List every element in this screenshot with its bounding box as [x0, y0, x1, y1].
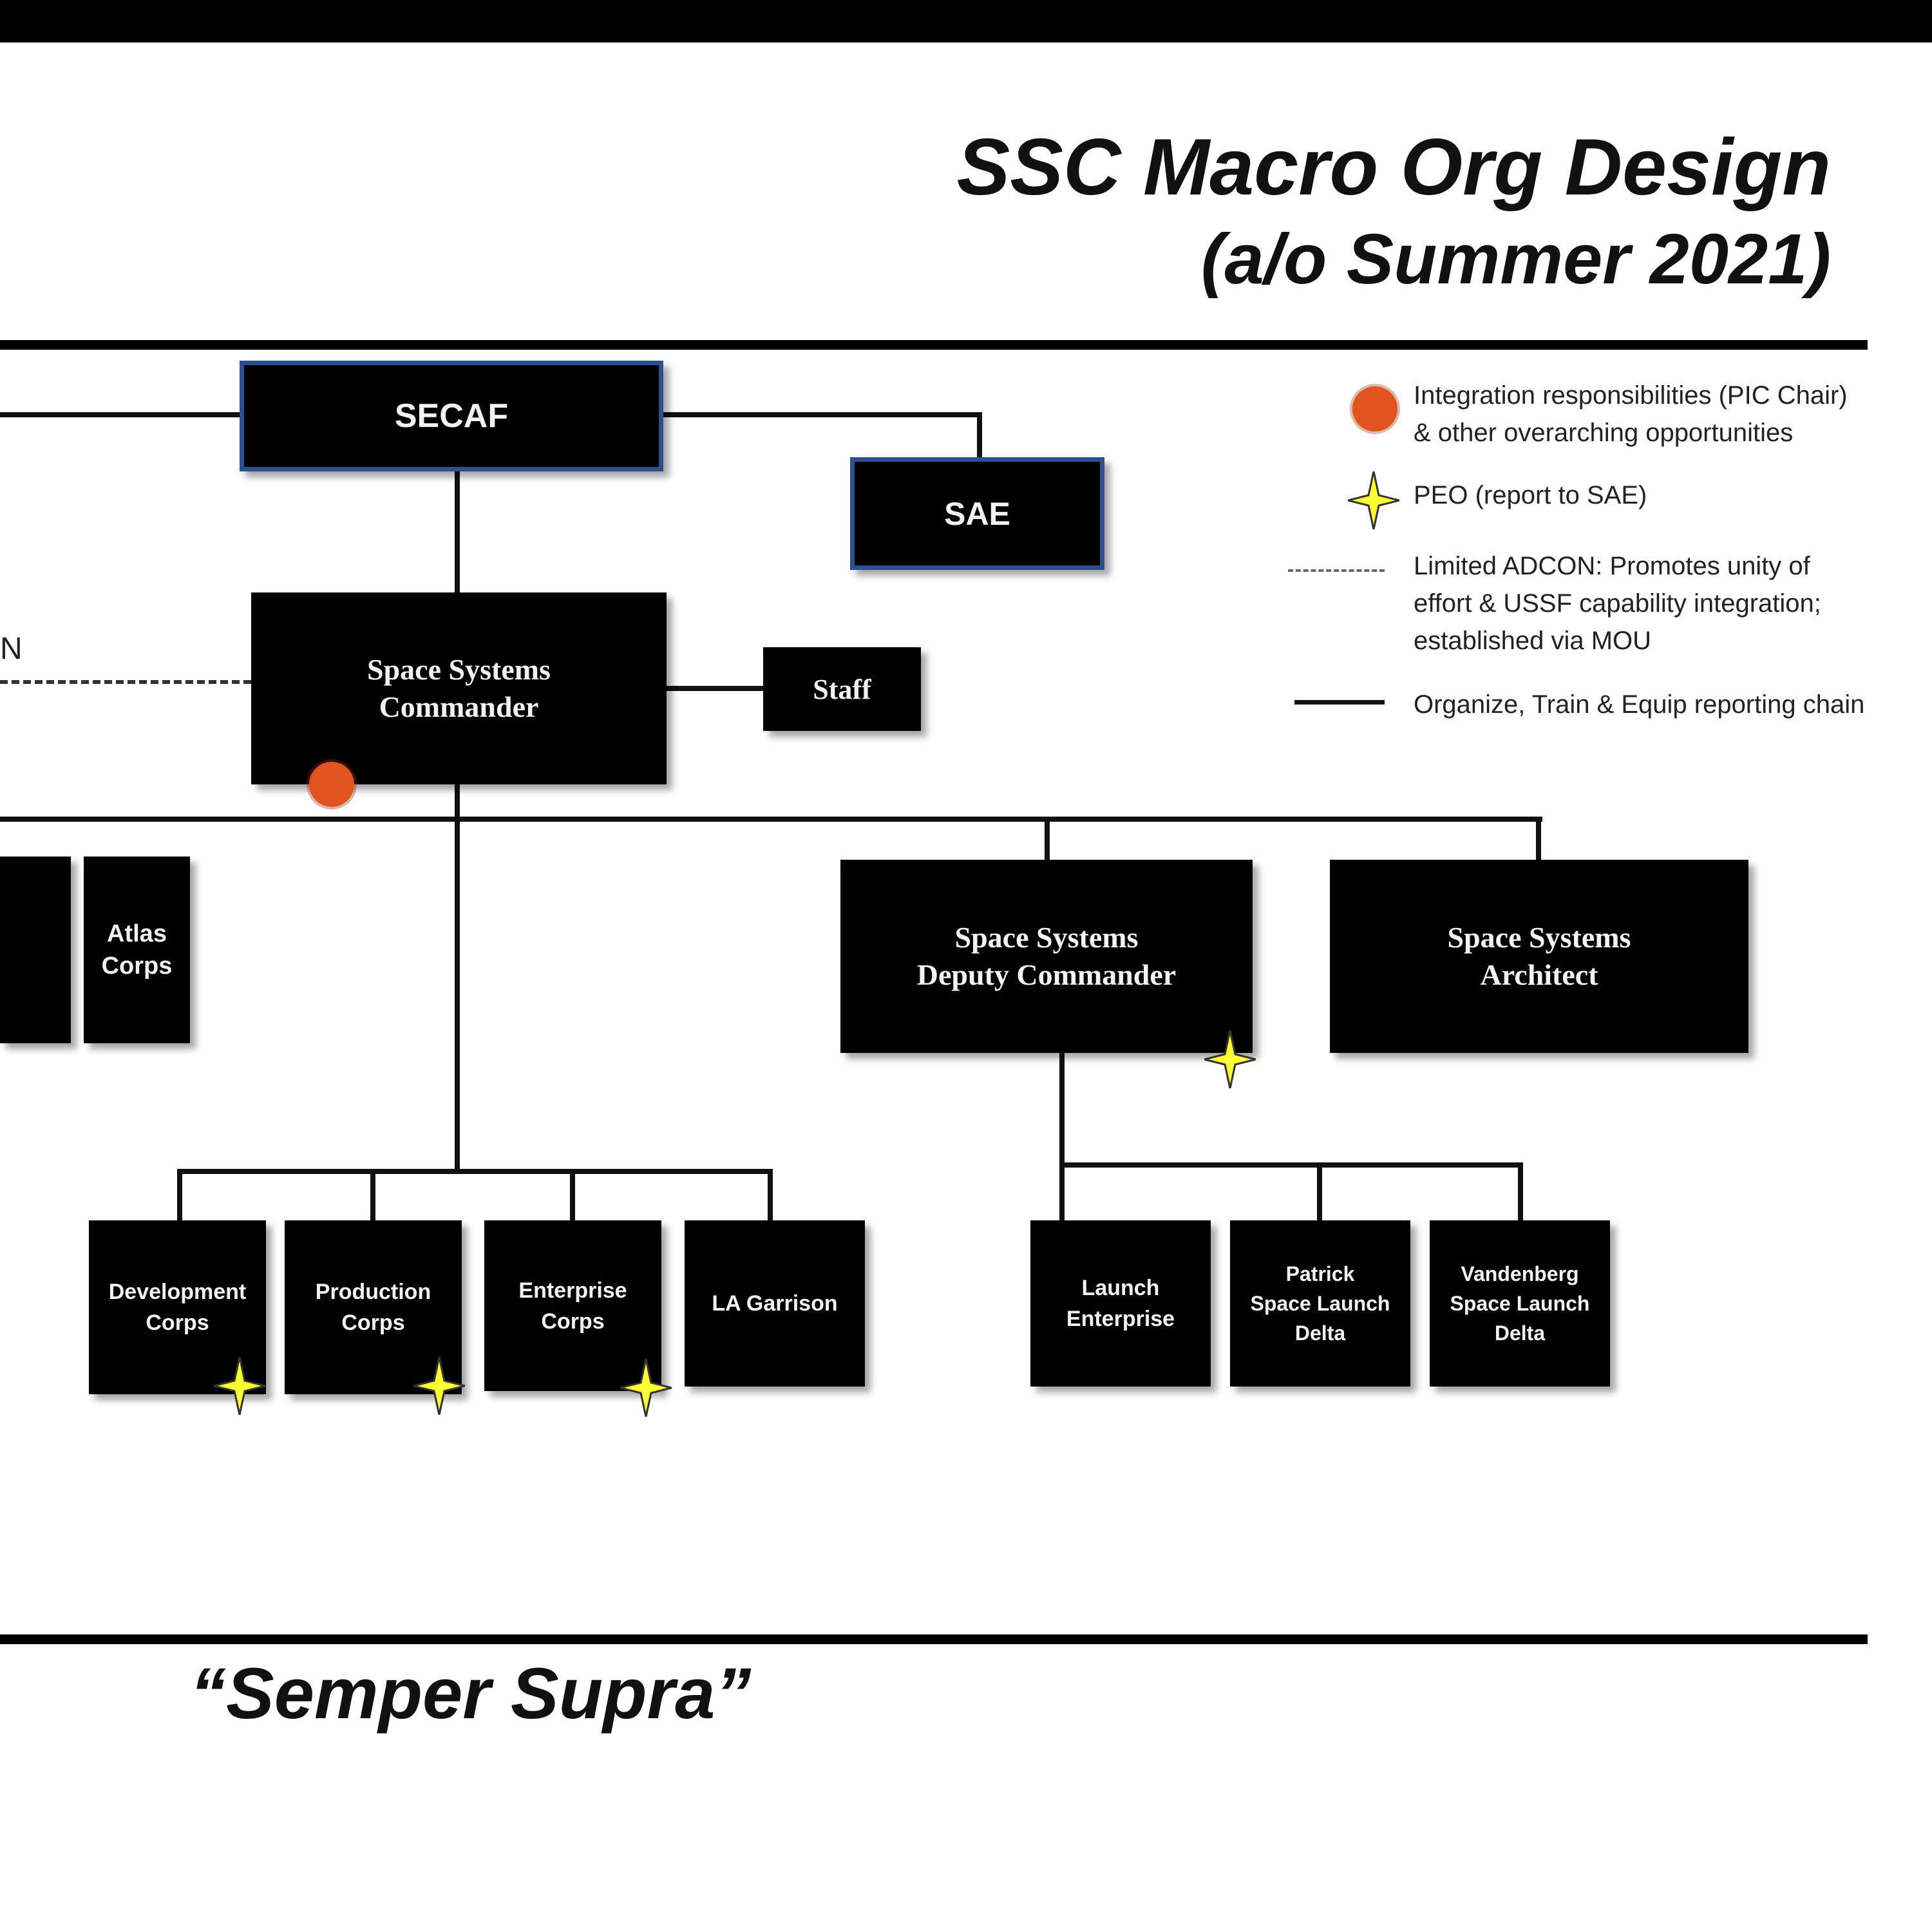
node-launch-enterprise: Launch Enterprise: [1030, 1220, 1211, 1387]
bus-corps-horizontal: [177, 1169, 773, 1174]
peo-star-icon: [1348, 471, 1399, 529]
node-production-corps: Production Corps: [285, 1220, 462, 1394]
adcon-dashed-line: [0, 680, 251, 684]
page-title: SSC Macro Org Design (a/o Summer 2021): [957, 122, 1831, 301]
connector-production: [370, 1169, 375, 1222]
connector-commander-down: [455, 782, 460, 1169]
connector-commander-staff: [667, 686, 763, 691]
node-staff: Staff: [763, 647, 921, 731]
node-secaf: SECAF: [240, 361, 663, 471]
node-development-corps: Development Corps: [89, 1220, 266, 1394]
connector-enterprise: [570, 1169, 575, 1222]
connector-bus-architect: [1536, 817, 1541, 860]
node-la-garrison: LA Garrison: [685, 1220, 865, 1387]
connector-secaf-commander: [455, 470, 460, 592]
bus-launch-horizontal: [1059, 1162, 1523, 1168]
legend-solid-line: [1294, 700, 1385, 705]
connector-secaf-sae-v: [977, 412, 982, 462]
node-enterprise-corps: Enterprise Corps: [484, 1220, 661, 1391]
top-rule: [0, 340, 1868, 350]
node-patrick-space-launch-delta: Patrick Space Launch Delta: [1230, 1220, 1410, 1387]
peo-star-icon: [1204, 1030, 1256, 1088]
title-sub: (a/o Summer 2021): [1200, 220, 1831, 299]
connector-deputy-down: [1059, 1053, 1065, 1222]
motto: “Semper Supra”: [190, 1653, 752, 1734]
peo-star-icon: [620, 1359, 672, 1417]
connector-vandenberg: [1518, 1162, 1523, 1222]
node-cut-left: [0, 857, 71, 1043]
connector-bus-deputy: [1045, 817, 1050, 860]
connector-secaf-sae-h: [657, 412, 982, 417]
node-vandenberg-space-launch-delta: Vandenberg Space Launch Delta: [1430, 1220, 1610, 1387]
node-deputy-commander: Space Systems Deputy Commander: [840, 860, 1253, 1053]
peo-star-icon: [413, 1357, 465, 1415]
node-sae: SAE: [850, 457, 1104, 570]
connector-secaf-left: [0, 412, 245, 417]
connector-patrick: [1317, 1162, 1322, 1222]
node-atlas-corps: Atlas Corps: [84, 857, 190, 1043]
top-bar: [0, 0, 1932, 43]
integration-dot-icon: [309, 762, 354, 807]
bottom-rule: [0, 1634, 1868, 1644]
node-space-systems-commander: Space Systems Commander: [251, 592, 667, 784]
connector-development: [177, 1169, 182, 1222]
integration-dot-icon: [1352, 386, 1397, 431]
bus-main-horizontal: [0, 817, 1542, 822]
connector-la-garrison: [768, 1169, 773, 1222]
edge-label: N: [0, 632, 23, 666]
legend-dashed-line: [1288, 569, 1385, 572]
peo-star-icon: [214, 1357, 265, 1415]
node-architect: Space Systems Architect: [1330, 860, 1748, 1053]
title-main: SSC Macro Org Design: [956, 123, 1831, 212]
